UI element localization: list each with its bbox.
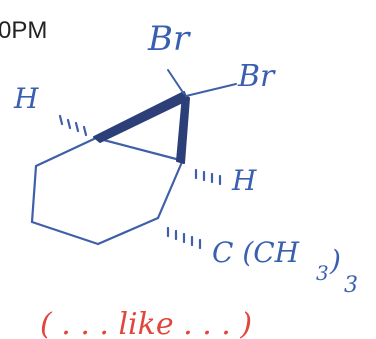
- wedge-bond-right: [176, 94, 190, 164]
- ring-bond-3: [30, 220, 100, 246]
- hydrogen-label-right: H: [231, 164, 257, 197]
- bromine-label-right: Br: [237, 59, 276, 94]
- time-fragment: 0PM: [0, 17, 47, 44]
- tbutyl-label: C (CH: [212, 236, 300, 269]
- wedge-bond-left: [93, 91, 188, 143]
- br-bond-top: [167, 69, 185, 95]
- hash-h-right: [194, 168, 222, 186]
- ring-fusion-bond: [94, 136, 182, 162]
- bromine-label-top: Br: [147, 19, 191, 59]
- ring-bond-2: [30, 164, 38, 224]
- ring-bond-1: [34, 136, 98, 168]
- hash-h-left: [58, 114, 88, 137]
- hashed-bonds: [58, 114, 222, 250]
- hash-tbutyl: [166, 226, 202, 250]
- br-bond-right: [185, 83, 237, 97]
- ring-bond-5: [156, 160, 184, 220]
- cyclopropane-bonds: [93, 69, 237, 164]
- tbutyl-subscript: 3: [316, 261, 329, 285]
- ring-bond-4: [96, 216, 160, 246]
- tbutyl-count: 3: [344, 273, 358, 298]
- tbutyl-close-paren: ): [329, 244, 341, 277]
- cyclohexane-ring: [30, 136, 184, 246]
- hydrogen-label-left: H: [13, 82, 39, 115]
- tbutyl-group-label: C (CH 3 ) 3: [212, 236, 358, 298]
- red-note: ( . . . like . . . ): [40, 307, 252, 339]
